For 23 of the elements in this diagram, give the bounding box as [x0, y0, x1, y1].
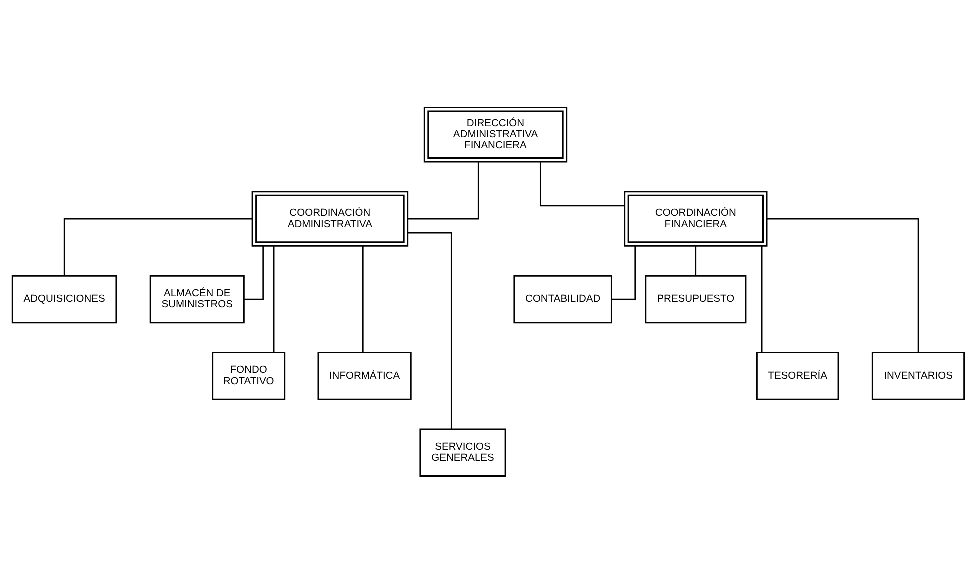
node-box: COORDINACIÓN FINANCIERA [624, 190, 768, 246]
node-box: DIRECCIÓN ADMINISTRATIVA FINANCIERA [424, 106, 568, 162]
node-box: COORDINACIÓN ADMINISTRATIVA [252, 190, 409, 246]
node-box: FONDO ROTATIVO [212, 352, 286, 400]
connector [612, 246, 636, 300]
connector [273, 246, 275, 352]
node-box: CONTABILIDAD [514, 274, 612, 324]
node-box: INVENTARIOS [872, 352, 966, 400]
node-box: SERVICIOS GENERALES [420, 428, 506, 476]
connector [408, 162, 480, 220]
connector [695, 246, 697, 276]
node-box: PRESUPUESTO [645, 274, 747, 324]
node-box: ALMACÉN DE SUMINISTROS [150, 274, 245, 324]
connector [761, 246, 763, 352]
node-box: TESORERÍA [756, 352, 840, 400]
connector [64, 218, 252, 276]
node-box: INFORMÁTICA [318, 352, 412, 400]
connector [244, 246, 264, 300]
connector [767, 218, 920, 352]
connector [540, 162, 625, 206]
connector [362, 246, 364, 352]
connector [408, 232, 452, 429]
node-box: ADQUISICIONES [12, 274, 118, 324]
